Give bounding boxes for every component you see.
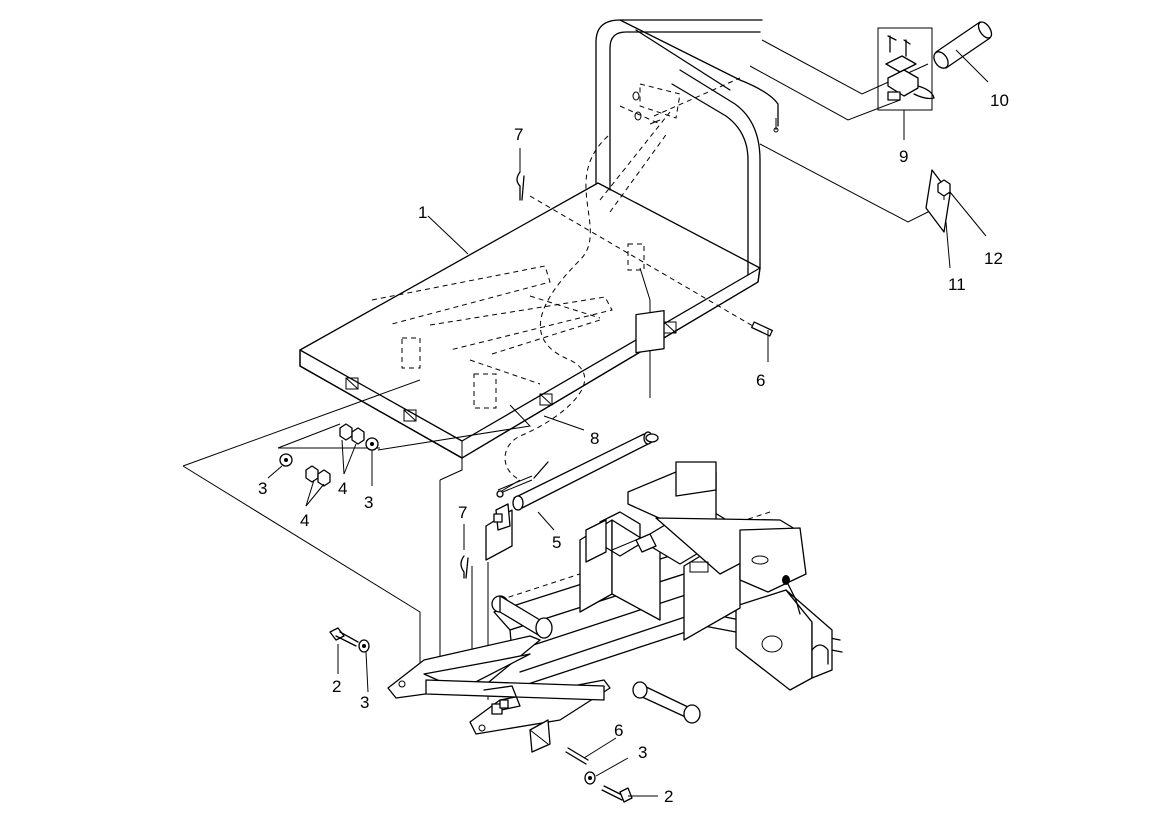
callout-3-upper: 3 <box>360 693 369 712</box>
pin-6-upper <box>751 321 773 337</box>
callout-6-lower: 6 <box>614 721 623 740</box>
callout-labels: 1 2 2 3 3 3 3 4 4 5 6 6 7 7 8 9 10 11 12 <box>258 91 1009 806</box>
bolt-2-lower <box>601 785 633 803</box>
assembly-lines <box>182 39 941 700</box>
throttle-assembly-9 <box>877 27 935 111</box>
clip-7-lower <box>460 555 469 579</box>
washer-3-left <box>279 453 293 467</box>
nuts-4-right <box>339 423 365 445</box>
washer-3-lower <box>584 771 596 785</box>
callout-4-right: 4 <box>338 479 347 498</box>
shaft-part-5 <box>485 310 665 561</box>
callout-2-lower: 2 <box>664 787 673 806</box>
callout-3-lower: 3 <box>638 743 647 762</box>
callout-7-lower: 7 <box>458 503 467 522</box>
callout-12: 12 <box>984 249 1003 268</box>
callout-2-upper: 2 <box>332 677 341 696</box>
nuts-4-left <box>305 465 331 487</box>
callout-7-upper: 7 <box>514 125 523 144</box>
callout-8: 8 <box>590 429 599 448</box>
throttle-cable <box>504 135 609 481</box>
chassis-frame <box>491 461 843 724</box>
callout-4-left: 4 <box>300 511 309 530</box>
pivot-plates <box>387 635 611 753</box>
bolt-2-upper <box>329 627 359 647</box>
handle-bar <box>595 19 779 276</box>
grip-10 <box>933 21 993 69</box>
washer-3-right <box>365 437 379 451</box>
callout-5: 5 <box>552 533 561 552</box>
callout-6-upper: 6 <box>756 371 765 390</box>
deck-platform <box>299 182 761 459</box>
callout-1: 1 <box>418 203 427 222</box>
washer-3-upper <box>358 639 370 653</box>
callout-leaders <box>267 49 989 797</box>
callout-3-left: 3 <box>258 479 267 498</box>
callout-9: 9 <box>899 147 908 166</box>
nut-12 <box>937 179 951 197</box>
clip-7-upper <box>516 171 525 201</box>
callout-10: 10 <box>990 91 1009 110</box>
pin-6-lower <box>565 747 589 765</box>
callout-11: 11 <box>948 275 966 294</box>
callout-3-right: 3 <box>364 493 373 512</box>
